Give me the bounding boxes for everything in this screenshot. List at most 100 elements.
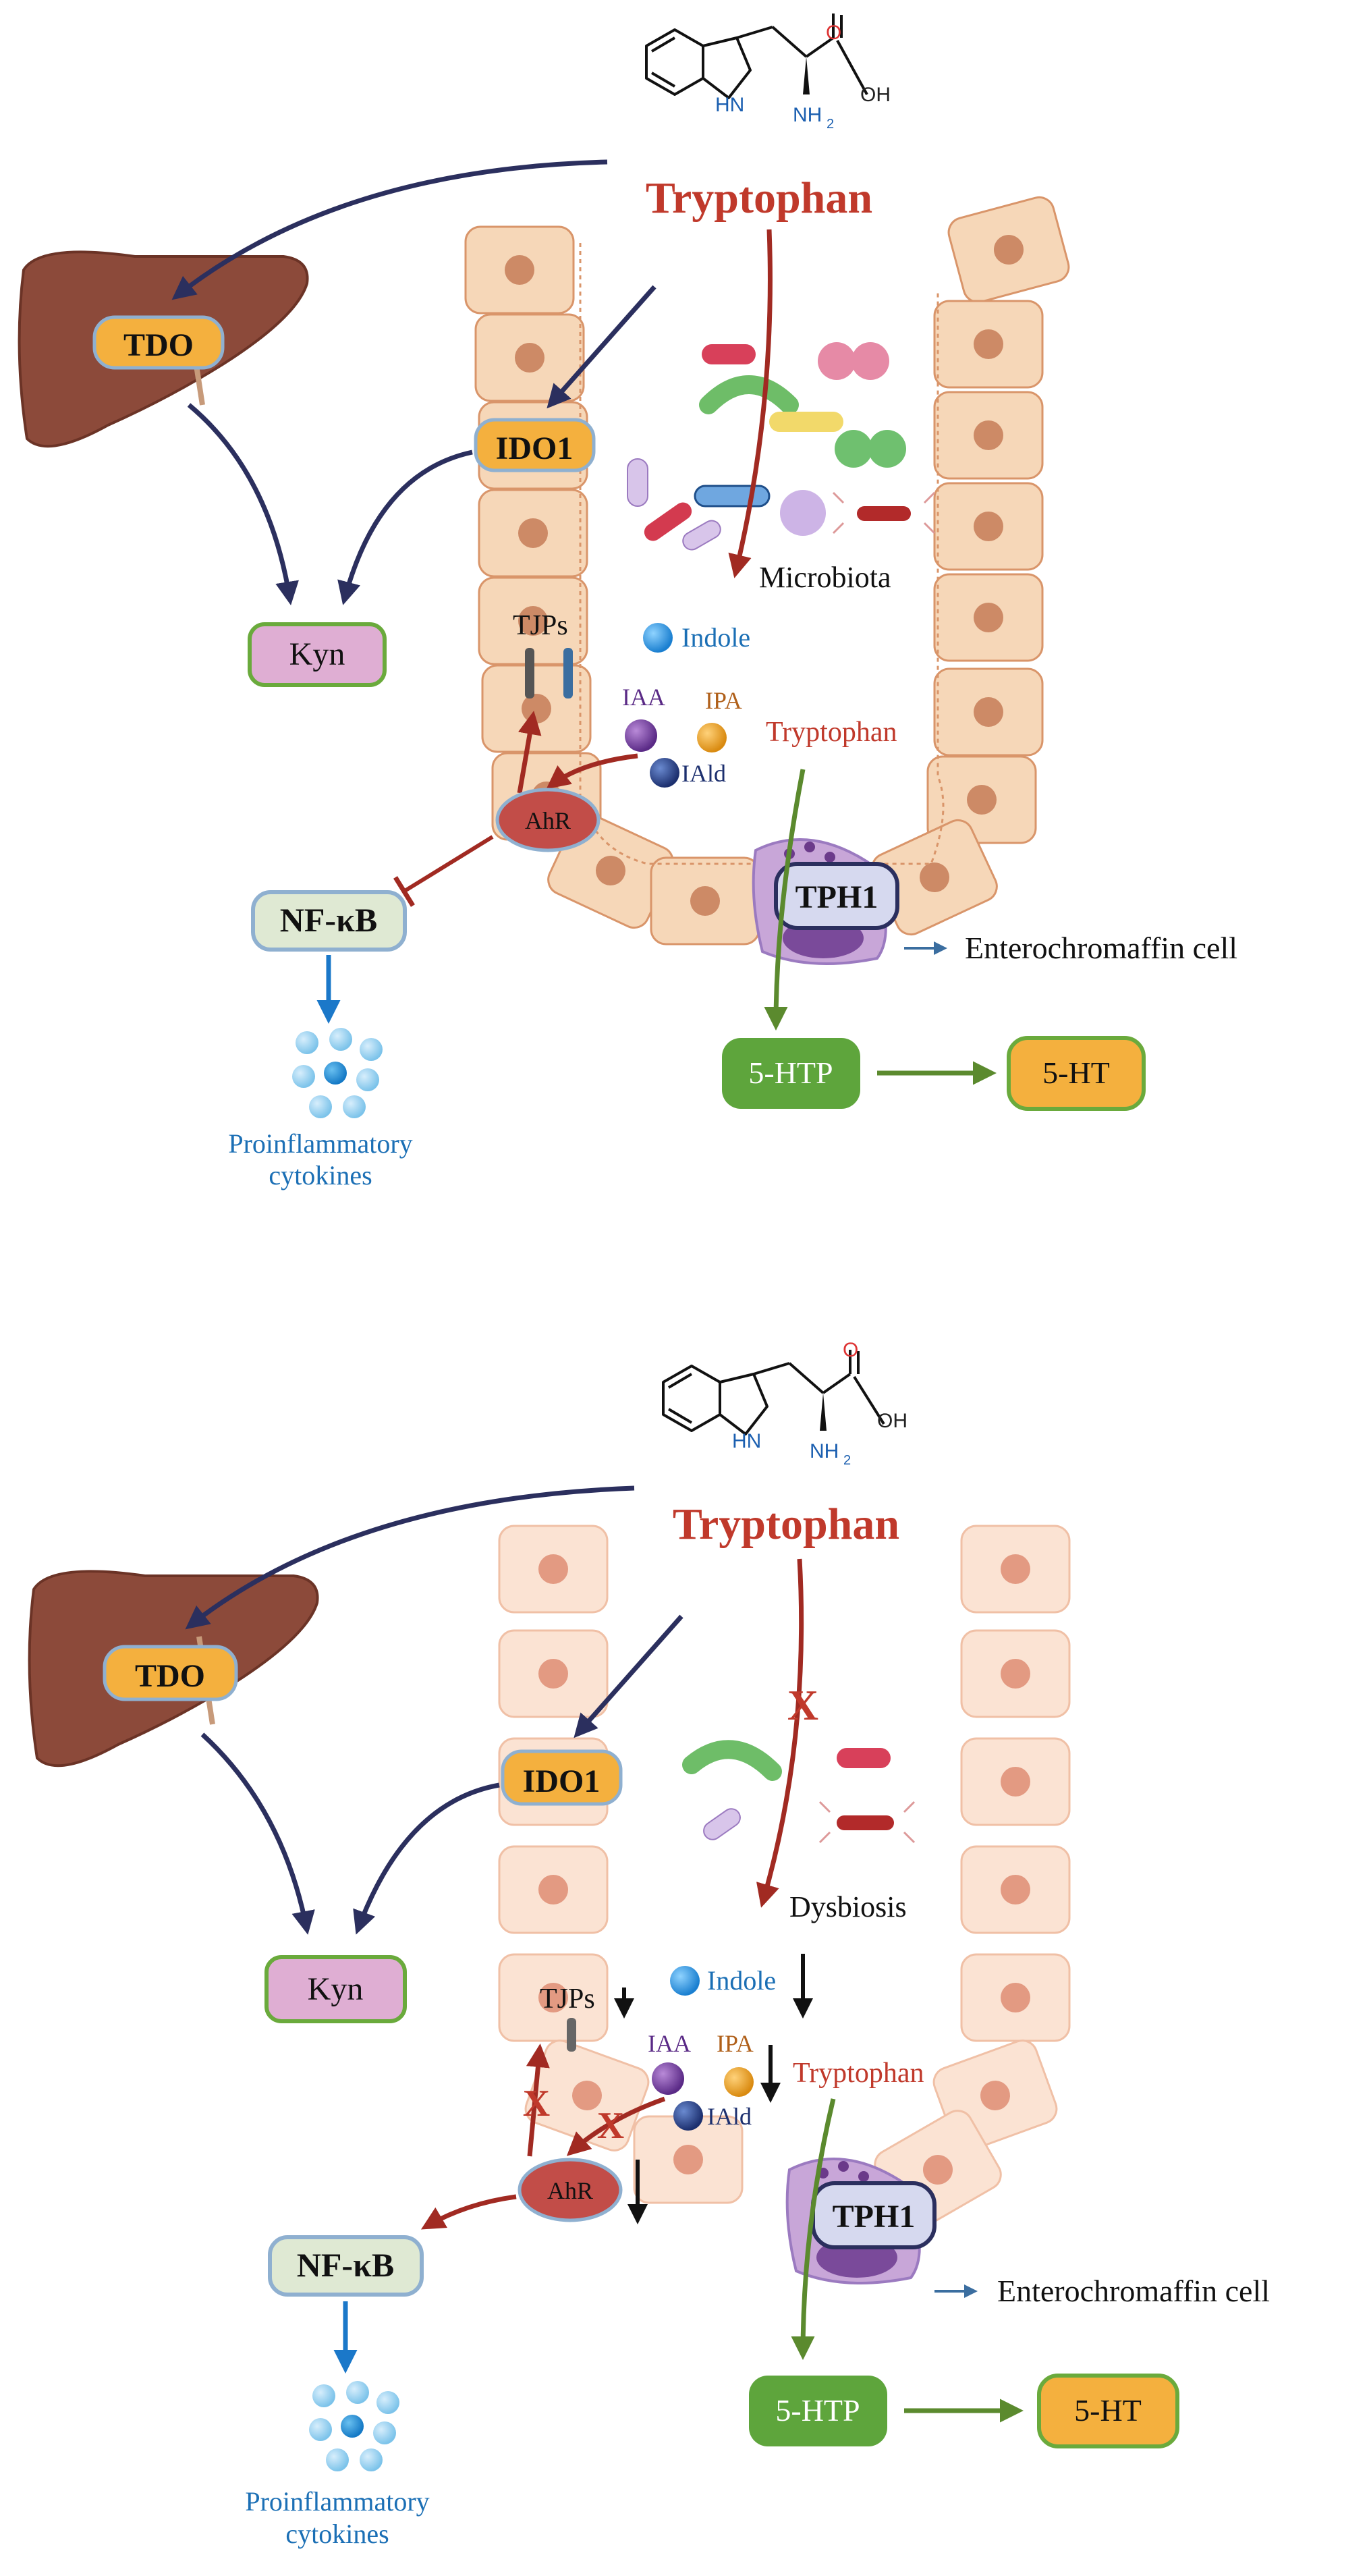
ido1-box [474,418,596,472]
indole-nh-label-2: HN [732,1430,761,1452]
ahr-to-tjps-blocked-arrow [526,2044,550,2157]
tph1-label-2: TPH1 [833,2199,916,2235]
tryptophan-molecule: O OH HN NH 2 [645,13,891,132]
tryptophan-to-5htp-arrow-2 [791,2098,836,2360]
tph1-box [774,862,899,930]
iald-icon [650,758,679,788]
metabolites-to-ahr-blocked-arrow [566,2096,666,2156]
tryptophan-molecule-2: O OH HN NH 2 [662,1339,907,1468]
cytokines-label-line1: Proinflammatory [228,1128,412,1159]
iald-label: IAld [681,760,726,787]
tph1-label: TPH1 [795,879,878,915]
tight-junction-protein-icon-2 [567,2018,576,2052]
dysbiosis-label: Dysbiosis [789,1890,907,1923]
tryptophan-to-ido1-arrow [547,285,656,409]
5htp-label: 5-HTP [748,1056,833,1090]
tryptophan-to-liver-arrow [171,159,608,300]
ahr-to-nfkb-arrow [420,2194,517,2230]
tryptophan-to-liver-arrow-2 [185,1485,635,1630]
nfkb-label-2: NF-κB [297,2246,394,2284]
tryptophan-to-5htp-arrow [764,769,806,1031]
kyn-box-2 [264,1955,407,2023]
hydroxyl-label: OH [860,84,891,106]
tdo-box [92,315,225,370]
dysbiosis-panel: O OH HN NH 2 Tryptophan [28,1339,1270,2549]
tdo-to-kyn-arrow-2 [200,1732,315,1935]
ido1-box-2 [501,1749,623,1806]
ido1-to-kyn-arrow [337,449,473,605]
5ht-box [1007,1036,1146,1111]
amine-label-2: NH [810,1440,839,1462]
tryptophan-to-dysbiosis-arrow [756,1558,804,1908]
iald-label-2: IAld [707,2103,752,2130]
metabolites-to-ahr-arrow [546,753,638,790]
5ht-box-2 [1037,2374,1179,2448]
indole-icon-2 [670,1966,700,1996]
tryptophan-inner-label: Tryptophan [766,717,897,748]
indole-label: Indole [681,622,750,653]
blocked-x-mark-ahr: X [597,2105,624,2147]
amine-label: NH [793,104,822,126]
microbiota-cluster [627,342,936,551]
ipa-icon-2 [724,2067,754,2097]
tdo-label: TDO [123,327,194,363]
intestinal-epithelium-damaged [498,1525,1071,2235]
ido1-label: IDO1 [496,431,574,466]
iaa-icon-2 [652,2062,684,2095]
ahr-label: AhR [525,807,571,834]
dysbiosis-microbes [682,1740,916,1844]
microbiota-label: Microbiota [759,561,891,594]
tjps-label: TJPs [513,610,568,641]
tdo-box-2 [103,1645,238,1701]
tdo-to-kyn-arrow [187,403,299,605]
5ht-label: 5-HT [1042,1056,1110,1090]
5ht-label-2: 5-HT [1074,2393,1142,2428]
tryptophan-label: Tryptophan [646,173,872,223]
kyn-label-2: Kyn [308,1971,364,2007]
ahr-label-2: AhR [547,2177,593,2204]
indole-label-2: Indole [707,1965,776,1996]
cytokines-label-line1-2: Proinflammatory [245,2486,429,2517]
ahr-node-2 [518,2158,623,2222]
ipa-icon [697,723,727,752]
ido1-label-2: IDO1 [523,1763,600,1799]
enterochromaffin-label-2: Enterochromaffin cell [997,2274,1270,2308]
tryptophan-to-microbiota-arrow [728,229,773,578]
kyn-box [248,622,387,687]
iaa-label-2: IAA [648,2030,691,2057]
healthy-panel: O OH HN NH 2 Tryptophan [18,13,1237,1190]
blocked-x-mark: X [787,1681,818,1729]
tryptophan-inner-label-2: Tryptophan [793,2058,924,2089]
ido1-to-kyn-arrow-2 [353,1782,500,1935]
nfkb-box [251,890,407,952]
intestinal-epithelium [464,192,1073,946]
tryptophan-to-ido1-arrow-2 [574,1614,683,1738]
cytokines-icon-2 [309,2381,399,2471]
nfkb-label: NF-κB [280,901,377,939]
iald-icon-2 [673,2101,703,2131]
kyn-label: Kyn [289,636,345,672]
tdo-label-2: TDO [135,1658,205,1694]
enterochromaffin-label: Enterochromaffin cell [965,931,1237,965]
5htp-box [722,1038,860,1109]
ipa-label-2: IPA [717,2030,754,2057]
ahr-inhibits-nfkb-line [403,835,494,893]
tight-junction-proteins-icon [525,648,573,698]
ipa-label: IPA [705,687,742,714]
5htp-label-2: 5-HTP [775,2393,860,2428]
indole-icon [643,623,673,653]
amine-subscript-2: 2 [843,1453,851,1468]
indole-nh-label: HN [715,94,744,116]
inhibition-bar [393,876,415,907]
hydroxyl-label-2: OH [877,1410,907,1432]
ahr-to-tjps-arrow [517,711,542,794]
oxygen-label: O [826,22,841,44]
cytokines-label-line2-2: cytokines [285,2519,389,2549]
cytokines-icon [292,1028,383,1118]
oxygen-label-2: O [843,1339,858,1361]
5htp-box-2 [749,2376,887,2446]
iaa-icon [625,719,657,752]
amine-subscript: 2 [827,117,834,132]
iaa-label: IAA [622,684,665,711]
